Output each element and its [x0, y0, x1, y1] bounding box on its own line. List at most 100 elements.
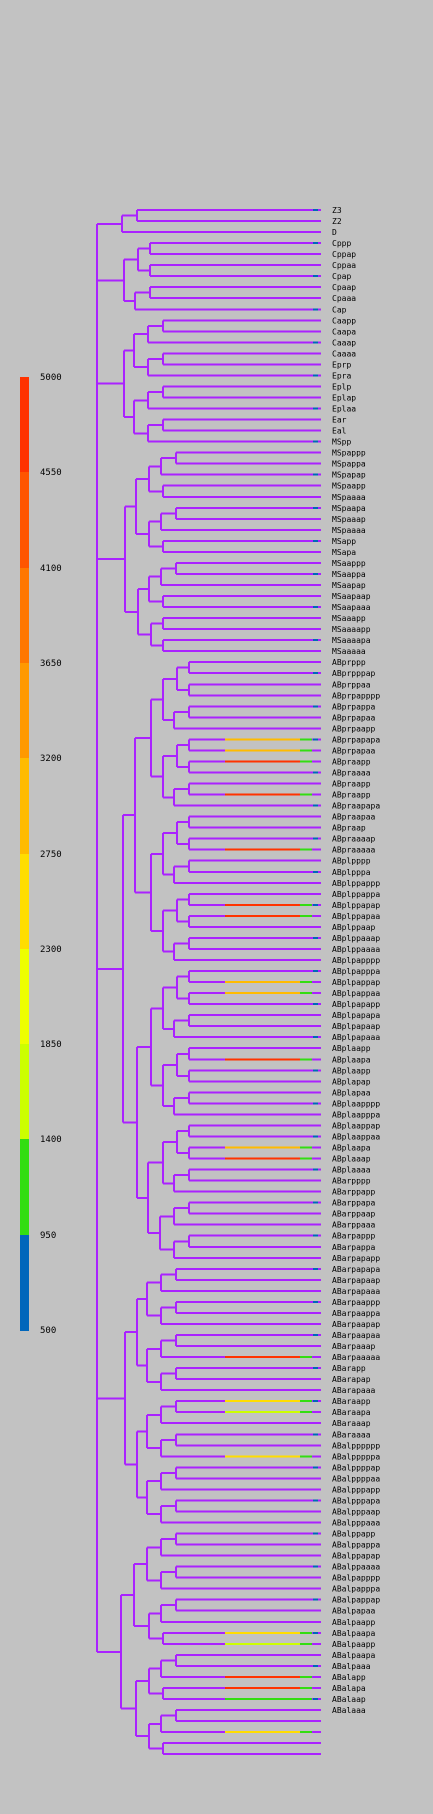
leaf-label: ABarpaapaa [332, 1331, 380, 1340]
leaf-label: MSpaapp [332, 482, 366, 491]
leaf-label: MSpaapa [332, 504, 366, 513]
leaf-label: D [332, 228, 337, 237]
leaf-label: Z3 [332, 206, 342, 215]
leaf-label: ABalpappap [332, 1596, 380, 1605]
leaf-label: ABplpapaaa [332, 1033, 380, 1042]
leaf-label: MSpappa [332, 460, 366, 469]
leaf-label: ABalpppapa [332, 1496, 380, 1505]
leaf-label: ABplpapaap [332, 1022, 380, 1031]
tree-branches [96, 209, 321, 1756]
leaf-label: ABplpappap [332, 978, 380, 987]
color-scale-label: 2300 [40, 944, 62, 955]
leaf-label: Eplp [332, 382, 351, 391]
color-scale-segment [20, 1139, 29, 1236]
leaf-label: ABplpappaa [332, 989, 380, 998]
leaf-label: ABalppppap [332, 1463, 380, 1472]
leaf-label: ABprpapppp [332, 691, 380, 700]
color-scale-label: 4550 [40, 468, 62, 479]
color-scale-label: 4100 [40, 563, 62, 574]
leaf-label: ABarpapaap [332, 1276, 380, 1285]
color-scale-label: 2750 [40, 849, 62, 860]
leaf-label: ABalpaapp [332, 1618, 376, 1627]
leaf-label: ABpraapapa [332, 802, 380, 811]
color-scale-segment [20, 472, 29, 569]
leaf-label: ABarpppp [332, 1177, 371, 1186]
leaf-label: MSaaaapa [332, 636, 371, 645]
leaf-label: ABplaappap [332, 1121, 380, 1130]
leaf-label: ABpraapp [332, 757, 371, 766]
leaf-label: MSapp [332, 537, 356, 546]
leaf-label: MSpaaaa [332, 493, 366, 502]
leaf-label: ABalaap [332, 1695, 366, 1704]
leaf-label: ABarppaap [332, 1210, 376, 1219]
leaf-label: MSpaaap [332, 515, 366, 524]
leaf-label: Cppap [332, 250, 356, 259]
leaf-label: MSaapaaa [332, 603, 371, 612]
leaf-label: ABalapp [332, 1673, 366, 1682]
leaf-label: ABplaapppp [332, 1099, 380, 1108]
leaf-label: ABarpappp [332, 1232, 376, 1241]
color-scale-segment [20, 662, 29, 760]
leaf-label: ABalpppaaa [332, 1519, 380, 1528]
leaf-label: ABarapaaa [332, 1386, 376, 1395]
leaf-label: ABalppappa [332, 1541, 380, 1550]
leaf-label: Cppp [332, 239, 351, 248]
leaf-label: ABarpaaaaa [332, 1353, 380, 1362]
leaf-label: ABarppapp [332, 1188, 376, 1197]
leaf-label: Eplaa [332, 405, 356, 414]
leaf-label: ABprppp [332, 658, 366, 667]
leaf-label: ABalpapaa [332, 1607, 376, 1616]
color-scale-segment [20, 758, 29, 855]
leaf-label: ABarpappa [332, 1243, 376, 1252]
leaf-label: ABprppaa [332, 680, 371, 689]
leaf-label: ABplpapapa [332, 1011, 380, 1020]
color-scale-label: 1400 [40, 1135, 62, 1146]
leaf-label: ABplpppp [332, 857, 371, 866]
color-scale-segment [20, 1044, 29, 1141]
leaf-labels: Z3Z2DCpppCppapCppaaCpapCpaapCpaaaCapCaap… [332, 206, 380, 1715]
leaf-label: ABarpapapp [332, 1254, 380, 1263]
leaf-label: ABplpapapp [332, 1000, 380, 1009]
leaf-label: ABplaapppa [332, 1110, 380, 1119]
leaf-label: ABalppppaa [332, 1474, 380, 1483]
leaf-label: ABplppappp [332, 879, 380, 888]
leaf-label: Cppaa [332, 261, 356, 270]
color-scale-label: 3650 [40, 658, 62, 669]
color-scale-label: 1850 [40, 1040, 62, 1051]
leaf-label: ABpraapp [332, 780, 371, 789]
leaf-label: Cpap [332, 272, 351, 281]
leaf-label: ABarpapaaa [332, 1287, 380, 1296]
leaf-label: ABpraapaa [332, 813, 376, 822]
leaf-label: ABarapap [332, 1375, 371, 1384]
leaf-label: MSpappp [332, 449, 366, 458]
leaf-label: ABaraaap [332, 1419, 371, 1428]
color-scale-segment [20, 567, 29, 664]
leaf-label: Epra [332, 371, 351, 380]
color-scale-segment [20, 948, 29, 1046]
leaf-label: ABarpaaap [332, 1342, 376, 1351]
leaf-label: ABpraaaap [332, 835, 376, 844]
leaf-label: Z2 [332, 217, 342, 226]
leaf-label: ABplpapppa [332, 967, 380, 976]
leaf-label: ABarapp [332, 1364, 366, 1373]
color-scale-label: 500 [40, 1326, 57, 1336]
leaf-label: ABaraapp [332, 1397, 371, 1406]
leaf-label: ABplppaap [332, 923, 376, 932]
leaf-label: ABplppaaaa [332, 945, 380, 954]
leaf-label: ABpraaaaa [332, 846, 376, 855]
leaf-label: ABplaappaa [332, 1132, 380, 1141]
leaf-label: ABplaapp [332, 1066, 371, 1075]
leaf-label: Cpaaa [332, 294, 356, 303]
leaf-label: ABarpaapap [332, 1320, 380, 1329]
leaf-label: ABalpppapp [332, 1485, 380, 1494]
leaf-label: ABalpppppp [332, 1441, 380, 1450]
leaf-label: ABalpapppp [332, 1574, 380, 1583]
leaf-label: ABarppapa [332, 1199, 376, 1208]
leaf-label: ABalppapp [332, 1530, 376, 1539]
leaf-label: MSpp [332, 438, 351, 447]
leaf-label: ABaraapa [332, 1408, 371, 1417]
leaf-label: Caaaa [332, 349, 356, 358]
leaf-label: ABarpapapa [332, 1265, 380, 1274]
leaf-label: ABprpaapp [332, 724, 376, 733]
